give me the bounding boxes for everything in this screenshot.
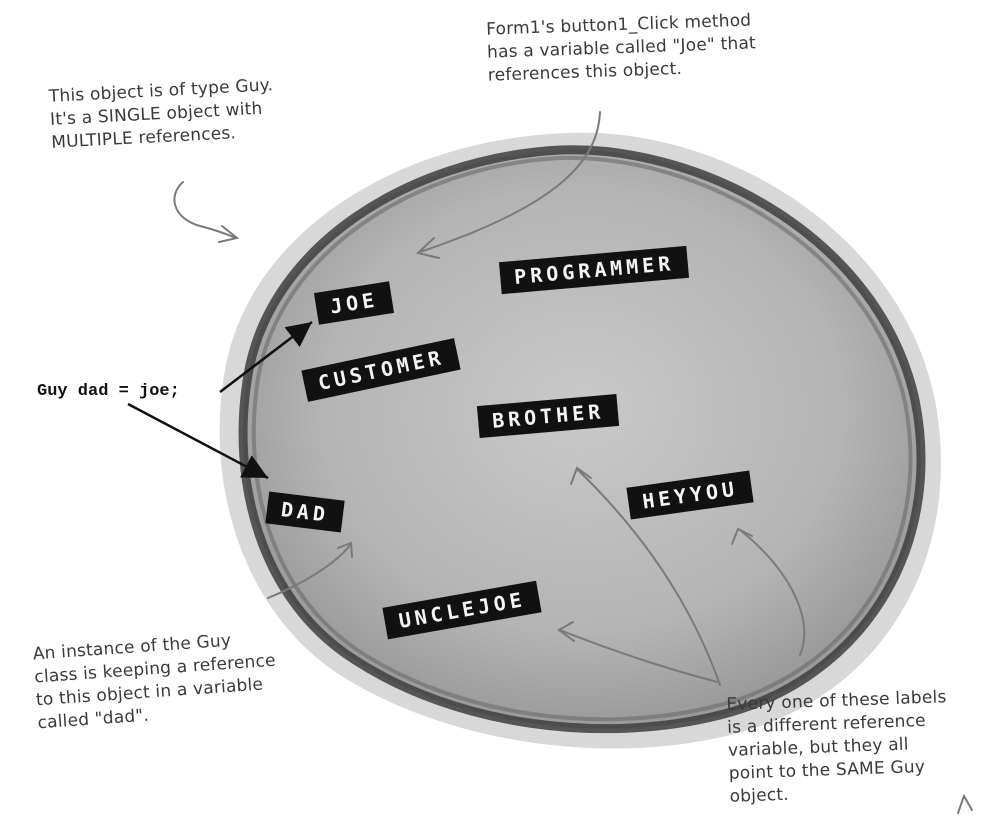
pointer-brother-head bbox=[570, 466, 592, 485]
pointer-dad-head bbox=[337, 541, 353, 558]
pointer-bottom-right bbox=[957, 793, 973, 814]
pointer-top-left bbox=[173, 181, 237, 239]
pointer-unclejoe bbox=[559, 629, 719, 683]
arrow-to-dad-label bbox=[127, 402, 269, 480]
pointer-brother bbox=[577, 469, 721, 686]
annotation-top-left: This object is of type Guy. It's a SINGL… bbox=[48, 75, 274, 153]
object-blob bbox=[219, 132, 941, 749]
pointer-unclejoe-head bbox=[557, 621, 575, 642]
annotation-top-right: Form1's button1_Click method has a varia… bbox=[485, 10, 757, 86]
pointer-heyyou bbox=[739, 529, 806, 656]
annotation-pointers bbox=[173, 111, 973, 814]
pointer-top-right bbox=[419, 111, 601, 253]
arrow-to-joe-label bbox=[219, 321, 313, 393]
annotation-bottom-right: Every one of these labels is a different… bbox=[726, 687, 947, 807]
code-statement: Guy dad = joe; bbox=[37, 382, 180, 401]
pointer-top-left-head bbox=[218, 225, 240, 243]
pointer-dad bbox=[267, 544, 351, 599]
annotation-bottom-left: An instance of the Guy class is keeping … bbox=[32, 630, 277, 734]
pointer-top-right-head bbox=[415, 237, 440, 259]
pointer-heyyou-head bbox=[731, 527, 753, 545]
